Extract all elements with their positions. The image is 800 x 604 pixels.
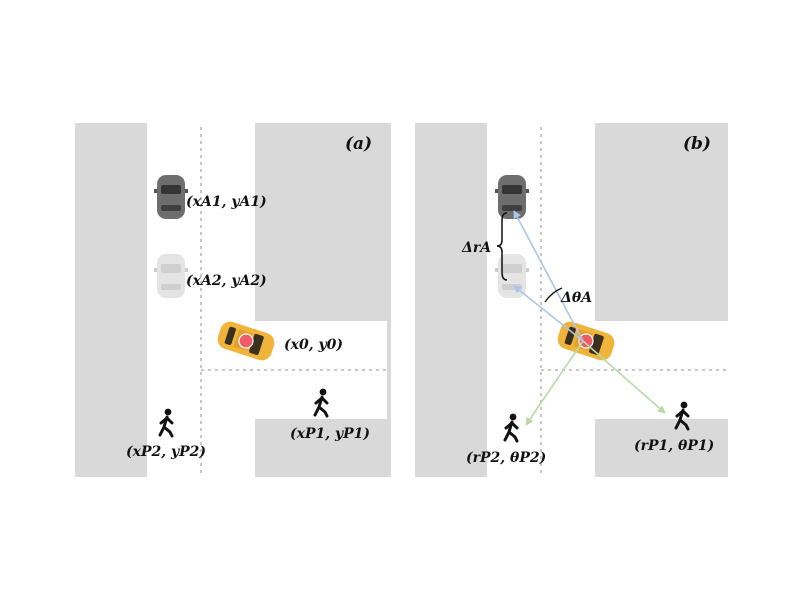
- car-icon: [154, 254, 188, 298]
- label-delta-r: ΔrA: [461, 240, 491, 256]
- label-ped-p2: (xP2, yP2): [126, 444, 206, 460]
- panel-tag-a: (a): [345, 134, 372, 154]
- bracket-icon: [496, 212, 508, 281]
- label-ped-p1-polar: (rP1, θP1): [634, 438, 714, 454]
- panel-tag-b: (b): [683, 134, 711, 154]
- arrow-to-car-a1: [513, 210, 584, 342]
- label-ped-p2-polar: (rP2, θP2): [466, 450, 546, 466]
- arrow-to-ped-p2: [525, 340, 584, 426]
- panel-a: (a) (xA1, yA1) (xA2, yA2) (x0, y0) (xP1,…: [75, 123, 391, 477]
- car-icon: [154, 175, 188, 219]
- panel-b: (b) ΔrA ΔθA (rP1, θP1) (rP2, θP2): [415, 123, 728, 477]
- arrow-to-ped-p1: [582, 340, 666, 414]
- car-icon: [495, 175, 529, 219]
- arrow-to-car-a2: [513, 285, 584, 342]
- label-ego: (x0, y0): [284, 337, 343, 353]
- label-delta-theta: ΔθA: [560, 290, 592, 306]
- label-car-a1: (xA1, yA1): [186, 194, 267, 210]
- label-car-a2: (xA2, yA2): [186, 273, 267, 289]
- angle-arc: [544, 287, 563, 303]
- car-icon: [495, 254, 529, 298]
- label-ped-p1: (xP1, yP1): [290, 426, 370, 442]
